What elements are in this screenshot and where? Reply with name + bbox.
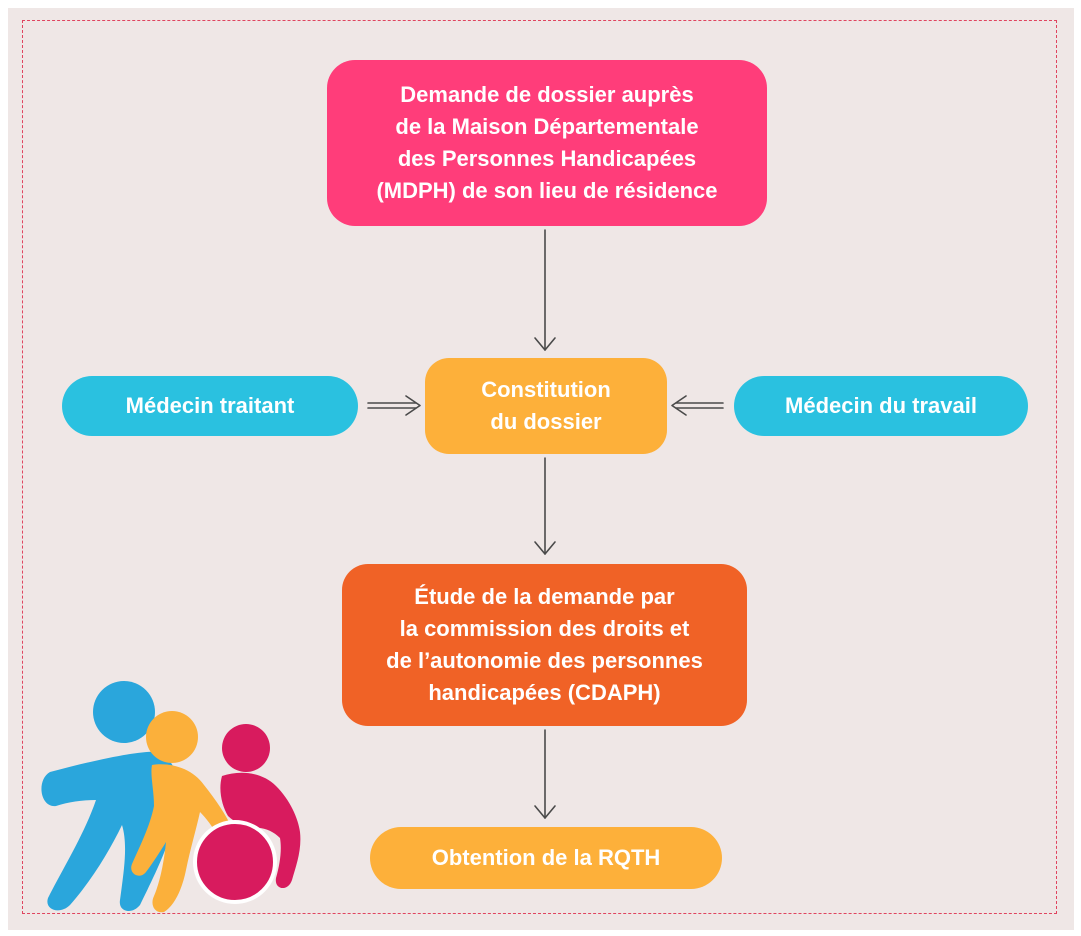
arrow-constitution-to-cdaph [534,457,556,555]
arrow-medecin-travail-to-constitution [671,395,724,416]
node-medecin-travail: Médecin du travail [734,376,1028,436]
arrow-mdph-to-constitution [534,229,556,351]
node-medecin-traitant: Médecin traitant [62,376,358,436]
node-constitution-dossier: Constitution du dossier [425,358,667,454]
dashed-frame [22,20,1057,914]
node-mdph-request: Demande de dossier auprès de la Maison D… [327,60,767,226]
figure-yellow-icon [131,711,233,913]
arrow-medecin-traitant-to-constitution [367,395,421,416]
arrow-cdaph-to-rqth [534,729,556,819]
node-cdaph-review: Étude de la demande par la commission de… [342,564,747,726]
figure-magenta-wheelchair-icon [193,724,301,904]
node-rqth-obtained: Obtention de la RQTH [370,827,722,889]
